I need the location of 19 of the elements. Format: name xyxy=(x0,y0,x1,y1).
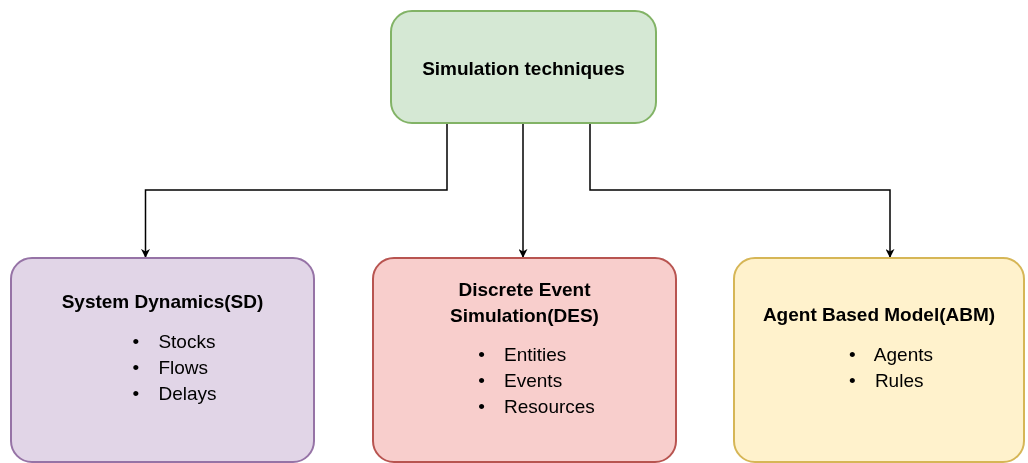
bullet-item: • Resources xyxy=(478,395,595,420)
bullet-item: • Events xyxy=(478,369,564,394)
arrow xyxy=(589,123,895,258)
bullet-item: • Flows xyxy=(132,355,210,380)
heading: Discrete Event Simulation(DES) xyxy=(449,278,600,328)
heading: Simulation techniques xyxy=(422,57,625,81)
bullet-item: • Rules xyxy=(848,368,925,393)
category-box xyxy=(10,257,315,463)
heading: System Dynamics(SD) xyxy=(61,290,264,314)
category-box xyxy=(733,257,1025,463)
arrow xyxy=(141,123,448,258)
category-box xyxy=(372,257,677,463)
root-box xyxy=(390,10,657,124)
bullet-item: • Delays xyxy=(132,381,217,406)
bullet-item: • Agents xyxy=(848,342,933,367)
bullet-item: • Stocks xyxy=(132,329,217,354)
arrow xyxy=(518,123,528,258)
heading: Agent Based Model(ABM) xyxy=(762,303,996,327)
bullet-item: • Entities xyxy=(478,343,568,368)
